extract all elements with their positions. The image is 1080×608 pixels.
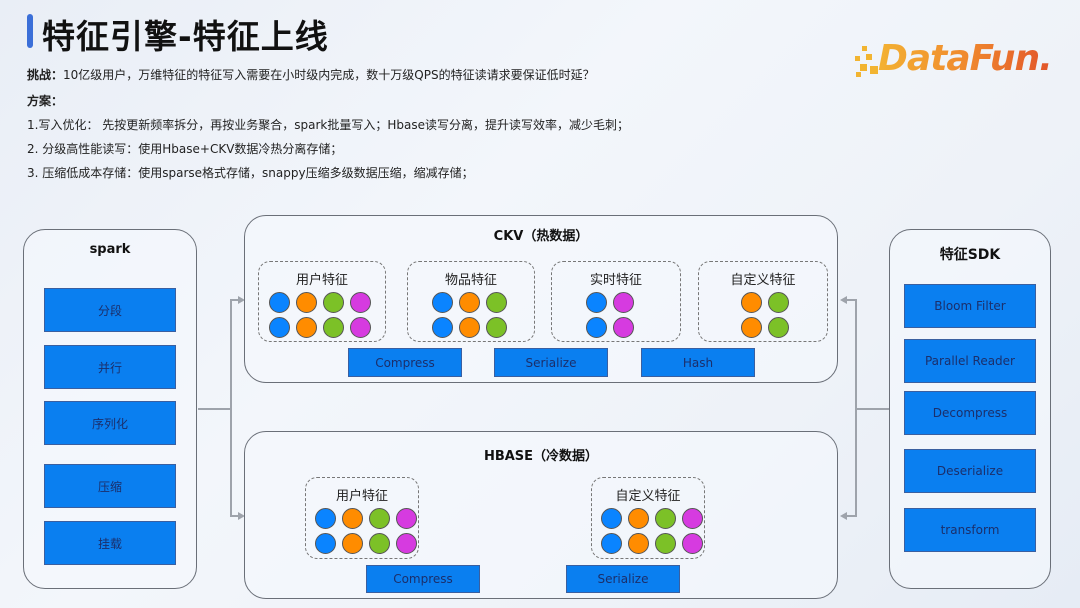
hbase-compress-button[interactable]: Compress <box>366 565 480 593</box>
challenge-text: 10亿级用户，万维特征的特征写入需要在小时级内完成，数十万级QPS的特征读请求要… <box>63 68 595 82</box>
spark-title: spark <box>89 242 131 257</box>
ckv-serialize-button[interactable]: Serialize <box>494 348 608 377</box>
feature-dot-green <box>486 317 507 338</box>
datafun-logo: DataFun. <box>852 38 1053 88</box>
feature-dot-blue <box>269 317 290 338</box>
spark-connector-horizontal <box>198 408 231 410</box>
ckv-compress-button[interactable]: Compress <box>348 348 462 377</box>
feature-dot-green <box>323 292 344 313</box>
spark-step-segment[interactable]: 分段 <box>44 288 176 332</box>
spark-step-compress[interactable]: 压缩 <box>44 464 176 508</box>
feature-dot-orange <box>459 317 480 338</box>
feature-dot-orange <box>459 292 480 313</box>
sdk-step-parallel-reader[interactable]: Parallel Reader <box>904 339 1036 383</box>
feature-dot-blue <box>586 317 607 338</box>
ckv-panel: CKV（热数据） 用户特征 物品特征 实时特征 自定义特征 Compress S… <box>244 215 838 383</box>
solution-item-2: 2. 分级高性能读写：使用Hbase+CKV数据冷热分离存储； <box>27 142 343 156</box>
arrow-left-icon <box>840 512 847 520</box>
feature-dot-orange <box>342 533 363 554</box>
feature-dot-orange <box>741 292 762 313</box>
spark-connector-vertical <box>230 299 232 517</box>
feature-dot-blue <box>315 508 336 529</box>
spark-step-serialize[interactable]: 序列化 <box>44 401 176 445</box>
hbase-title: HBASE（冷数据） <box>483 449 599 464</box>
group-label: 自定义特征 <box>615 489 681 504</box>
feature-dot-orange <box>342 508 363 529</box>
sdk-step-deserialize[interactable]: Deserialize <box>904 449 1036 493</box>
challenge-label: 挑战： <box>27 68 64 82</box>
spark-step-mount[interactable]: 挂载 <box>44 521 176 565</box>
group-label: 物品特征 <box>444 273 497 288</box>
feature-dot-green <box>768 292 789 313</box>
sdk-connector-to-ckv <box>845 299 856 301</box>
sdk-step-transform[interactable]: transform <box>904 508 1036 552</box>
feature-dot-orange <box>296 292 317 313</box>
group-label: 实时特征 <box>589 273 642 288</box>
ckv-group-item: 物品特征 <box>407 261 535 342</box>
arrow-right-icon <box>238 512 245 520</box>
feature-dot-green <box>655 533 676 554</box>
group-label: 用户特征 <box>335 489 388 504</box>
solution-item-1: 1.写入优化： 先按更新频率拆分，再按业务聚合，spark批量写入；Hbase读… <box>27 118 630 132</box>
page-title: 特征引擎-特征上线 <box>42 17 329 56</box>
hbase-group-user: 用户特征 <box>305 477 419 559</box>
feature-dot-blue <box>432 317 453 338</box>
solution-heading: 方案： <box>27 92 63 109</box>
spark-panel: spark 分段 并行 序列化 压缩 挂载 <box>23 229 197 589</box>
feature-dot-green <box>486 292 507 313</box>
arrow-right-icon <box>238 296 245 304</box>
feature-dot-purple <box>350 317 371 338</box>
hbase-serialize-button[interactable]: Serialize <box>566 565 680 593</box>
solution-item-3: 3. 压缩低成本存储：使用sparse格式存储，snappy压缩多级数据压缩，缩… <box>27 166 474 180</box>
sdk-connector-horizontal <box>856 408 889 410</box>
ckv-group-realtime: 实时特征 <box>551 261 681 342</box>
feature-dot-blue <box>601 533 622 554</box>
ckv-hash-button[interactable]: Hash <box>641 348 755 377</box>
sdk-panel: 特征SDK Bloom Filter Parallel Reader Decom… <box>889 229 1051 589</box>
arrow-left-icon <box>840 296 847 304</box>
feature-dot-purple <box>613 317 634 338</box>
feature-dot-purple <box>682 533 703 554</box>
feature-dot-orange <box>741 317 762 338</box>
spark-connector-to-ckv <box>230 299 240 301</box>
logo-text: DataFun. <box>878 38 1053 79</box>
sdk-title: 特征SDK <box>939 247 1001 263</box>
feature-dot-purple <box>396 508 417 529</box>
spark-connector-to-hbase <box>230 515 240 517</box>
feature-dot-blue <box>269 292 290 313</box>
feature-dot-green <box>369 533 390 554</box>
spark-step-parallel[interactable]: 并行 <box>44 345 176 389</box>
group-label: 自定义特征 <box>730 273 796 288</box>
feature-dot-blue <box>586 292 607 313</box>
sdk-step-bloom-filter[interactable]: Bloom Filter <box>904 284 1036 328</box>
feature-dot-orange <box>296 317 317 338</box>
feature-dot-green <box>369 508 390 529</box>
feature-dot-green <box>768 317 789 338</box>
feature-dot-purple <box>350 292 371 313</box>
hbase-panel: HBASE（冷数据） 用户特征 自定义特征 Compress Serialize <box>244 431 838 599</box>
ckv-group-user: 用户特征 <box>258 261 386 342</box>
feature-dot-purple <box>682 508 703 529</box>
feature-dot-purple <box>396 533 417 554</box>
feature-dot-orange <box>628 533 649 554</box>
sdk-connector-to-hbase <box>845 515 856 517</box>
solution-label: 方案： <box>27 94 64 108</box>
feature-dot-green <box>323 317 344 338</box>
sdk-connector-vertical <box>855 299 857 517</box>
feature-dot-green <box>655 508 676 529</box>
hbase-group-custom: 自定义特征 <box>591 477 705 559</box>
title-accent-bar <box>27 14 33 48</box>
challenge-line: 挑战：10亿级用户，万维特征的特征写入需要在小时级内完成，数十万级QPS的特征读… <box>27 66 595 83</box>
feature-dot-blue <box>601 508 622 529</box>
feature-dot-blue <box>315 533 336 554</box>
feature-dot-purple <box>613 292 634 313</box>
ckv-title: CKV（热数据） <box>493 229 589 244</box>
feature-dot-orange <box>628 508 649 529</box>
ckv-group-custom: 自定义特征 <box>698 261 828 342</box>
feature-dot-blue <box>432 292 453 313</box>
sdk-step-decompress[interactable]: Decompress <box>904 391 1036 435</box>
group-label: 用户特征 <box>295 273 348 288</box>
logo-pixel-icon <box>852 44 882 80</box>
